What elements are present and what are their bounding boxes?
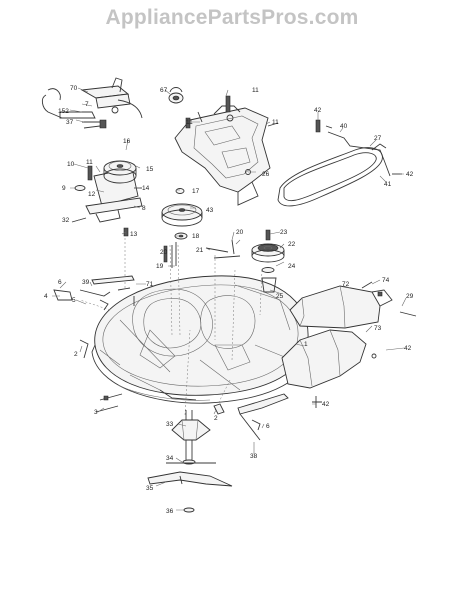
label-18: 18	[192, 233, 200, 240]
label-70: 70	[70, 85, 78, 92]
label-22: 22	[288, 241, 296, 248]
label-24: 24	[288, 263, 296, 270]
label-10: 10	[67, 161, 75, 168]
label-39: 39	[82, 279, 90, 286]
label-4: 4	[44, 293, 48, 300]
right-pulley-22	[251, 229, 285, 293]
label-11d: 11	[86, 159, 93, 166]
label-2b: 2	[214, 415, 218, 422]
label-13: 13	[130, 231, 138, 238]
label-72: 72	[342, 281, 350, 288]
discharge-chute	[281, 281, 417, 389]
label-27: 27	[374, 135, 382, 142]
label-32: 32	[62, 217, 70, 224]
belt-guard-bracket	[174, 95, 279, 206]
part-67-bushing	[168, 87, 184, 104]
label-17: 17	[192, 188, 200, 195]
label-38: 38	[250, 453, 258, 460]
left-small-parts	[53, 275, 135, 413]
label-5: 5	[72, 297, 76, 304]
label-73: 73	[374, 325, 382, 332]
part-number-labels: 70 7 152 37 67 11 11 11 16 15 10 11 9 12…	[44, 85, 414, 515]
label-15: 15	[146, 166, 154, 173]
label-42d: 42	[322, 401, 330, 408]
label-71: 71	[146, 281, 154, 288]
label-29: 29	[406, 293, 414, 300]
label-43: 43	[206, 207, 214, 214]
label-40: 40	[340, 123, 348, 130]
label-6: 6	[58, 279, 62, 286]
watermark-text: AppliancePartsPros.com	[105, 6, 359, 29]
label-35: 35	[146, 485, 154, 492]
label-42b: 42	[406, 171, 414, 178]
label-3: 3	[94, 409, 98, 416]
label-11b: 11	[186, 119, 193, 126]
label-33: 33	[166, 421, 174, 428]
idler-pulley-bracket	[71, 160, 143, 237]
drive-belt-27	[277, 147, 383, 207]
label-19: 19	[156, 263, 164, 270]
leader-lines	[52, 87, 407, 511]
label-23: 23	[280, 229, 288, 236]
label-9: 9	[62, 185, 66, 192]
label-36: 36	[166, 508, 174, 515]
cable-bracket-assembly	[41, 77, 143, 129]
label-14: 14	[142, 185, 150, 192]
label-41: 41	[384, 181, 392, 188]
label-12: 12	[88, 191, 96, 198]
label-11a: 11	[252, 87, 259, 94]
label-20b: 20	[160, 249, 168, 256]
label-42a: 42	[314, 107, 322, 114]
center-pulley-43	[161, 188, 203, 268]
label-34: 34	[166, 455, 174, 462]
center-bolts	[163, 239, 241, 263]
label-37: 37	[66, 119, 74, 126]
label-25: 25	[276, 293, 284, 300]
label-26: 26	[262, 171, 270, 178]
spindle-blade-assembly	[147, 393, 322, 513]
label-2a: 2	[74, 351, 78, 358]
label-20a: 20	[236, 229, 244, 236]
label-16: 16	[123, 138, 131, 145]
label-67: 67	[160, 87, 168, 94]
label-7: 7	[85, 101, 89, 108]
rod-40-41	[315, 119, 402, 177]
label-8: 8	[142, 205, 146, 212]
label-21: 21	[196, 247, 204, 254]
label-11c: 11	[272, 119, 279, 126]
label-74: 74	[382, 277, 390, 284]
label-6b: 6	[266, 423, 270, 430]
label-42c: 42	[404, 345, 412, 352]
label-1: 1	[304, 341, 308, 348]
label-152: 152	[58, 108, 69, 115]
